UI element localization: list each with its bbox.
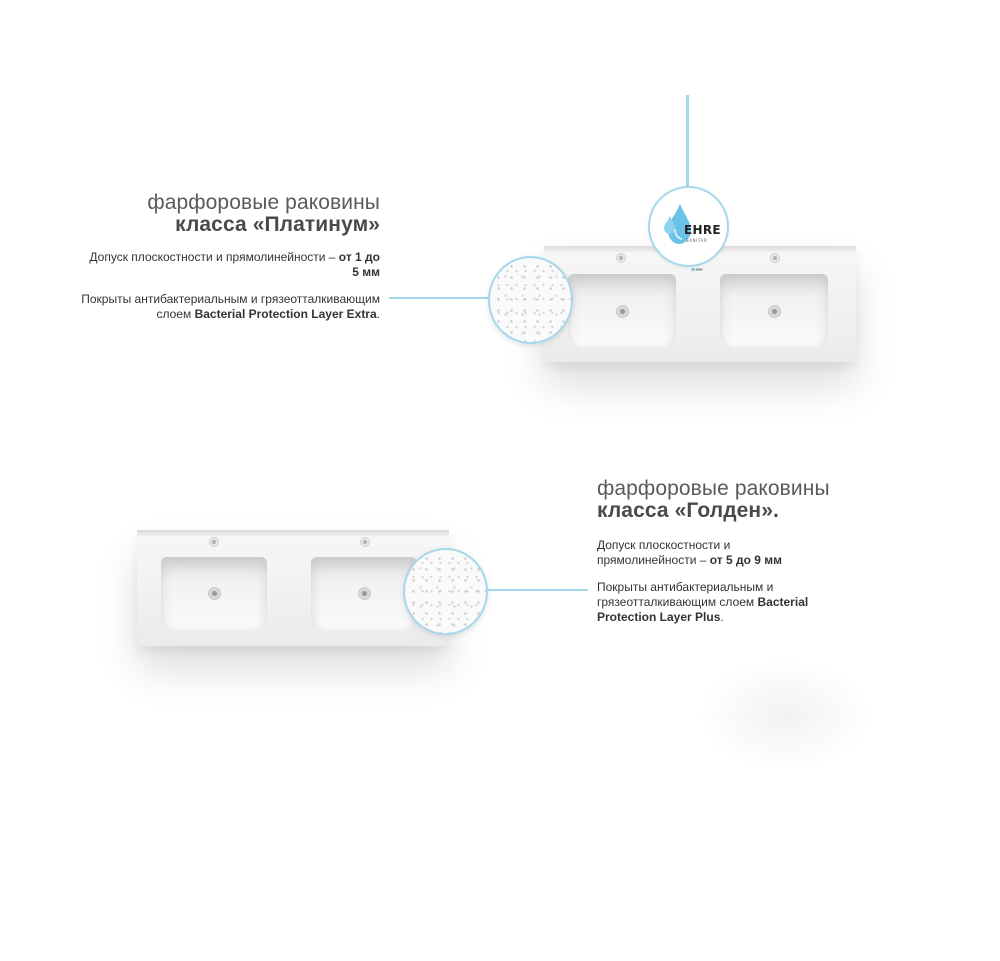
product-title-line1: фарфоровые раковины xyxy=(597,477,830,500)
tolerance-label: Допуск плоскостности и прямолинейности – xyxy=(89,250,339,264)
tolerance-value: от 1 до 5 мм xyxy=(338,250,380,279)
coating-suffix: . xyxy=(376,307,380,321)
tap-hole-left xyxy=(617,254,625,262)
callout-line-golden xyxy=(486,589,588,591)
coating-label: Покрыты антибактериальным и грязеотталки… xyxy=(597,580,774,609)
basin-left xyxy=(568,274,676,348)
brand-subtitle: SANITAR xyxy=(686,238,708,243)
surface-texture-magnifier-platinum xyxy=(488,256,573,344)
sink-rim xyxy=(137,530,449,536)
product-title-line1: фарфоровые раковины xyxy=(147,191,380,214)
basin-right xyxy=(720,274,828,348)
tolerance-value: от 5 до 9 мм xyxy=(709,553,783,567)
tap-hole-right xyxy=(771,254,779,262)
brand-name: EHRE xyxy=(684,223,721,237)
basin-left xyxy=(161,557,267,631)
sink-logo-icon xyxy=(691,267,703,272)
water-drops-icon xyxy=(664,204,691,244)
coating-suffix: . xyxy=(720,610,724,624)
brand-badge: EHRE SANITAR xyxy=(648,186,729,267)
callout-line-platinum xyxy=(389,297,489,299)
product-title-line2: класса «Голден». xyxy=(597,499,779,522)
tolerance-text: Допуск плоскостности и прямолинейности –… xyxy=(597,538,787,568)
drain-right xyxy=(769,306,780,317)
product-golden-info: фарфоровые раковины класса «Голден». Доп… xyxy=(597,478,897,625)
surface-texture-magnifier-golden xyxy=(403,548,488,635)
coating-text: Покрыты антибактериальным и грязеотталки… xyxy=(597,580,812,625)
badge-connector-line xyxy=(686,95,689,187)
tolerance-text: Допуск плоскостности и прямолинейности –… xyxy=(80,250,380,280)
product-title-line2: класса «Платинум» xyxy=(175,213,380,236)
drain-left xyxy=(617,306,628,317)
tolerance-label: Допуск плоскостности и прямолинейности – xyxy=(597,538,731,567)
coating-label: Покрыты антибактериальным и грязеотталки… xyxy=(81,292,380,321)
basin-right xyxy=(311,557,417,631)
coating-value: Bacterial Protection Layer Plus xyxy=(597,595,809,624)
double-sink-golden-image xyxy=(137,530,449,646)
drain-right xyxy=(359,588,370,599)
coating-value: Bacterial Protection Layer Extra xyxy=(194,307,377,321)
sink-logo-mark xyxy=(691,267,703,272)
tap-hole-right xyxy=(361,538,369,546)
coating-text: Покрыты антибактериальным и грязеотталки… xyxy=(80,292,380,322)
decorative-shadow xyxy=(700,660,870,770)
tap-hole-left xyxy=(210,538,218,546)
product-platinum-info: фарфоровые раковины класса «Платинум» До… xyxy=(80,192,380,322)
drain-left xyxy=(209,588,220,599)
